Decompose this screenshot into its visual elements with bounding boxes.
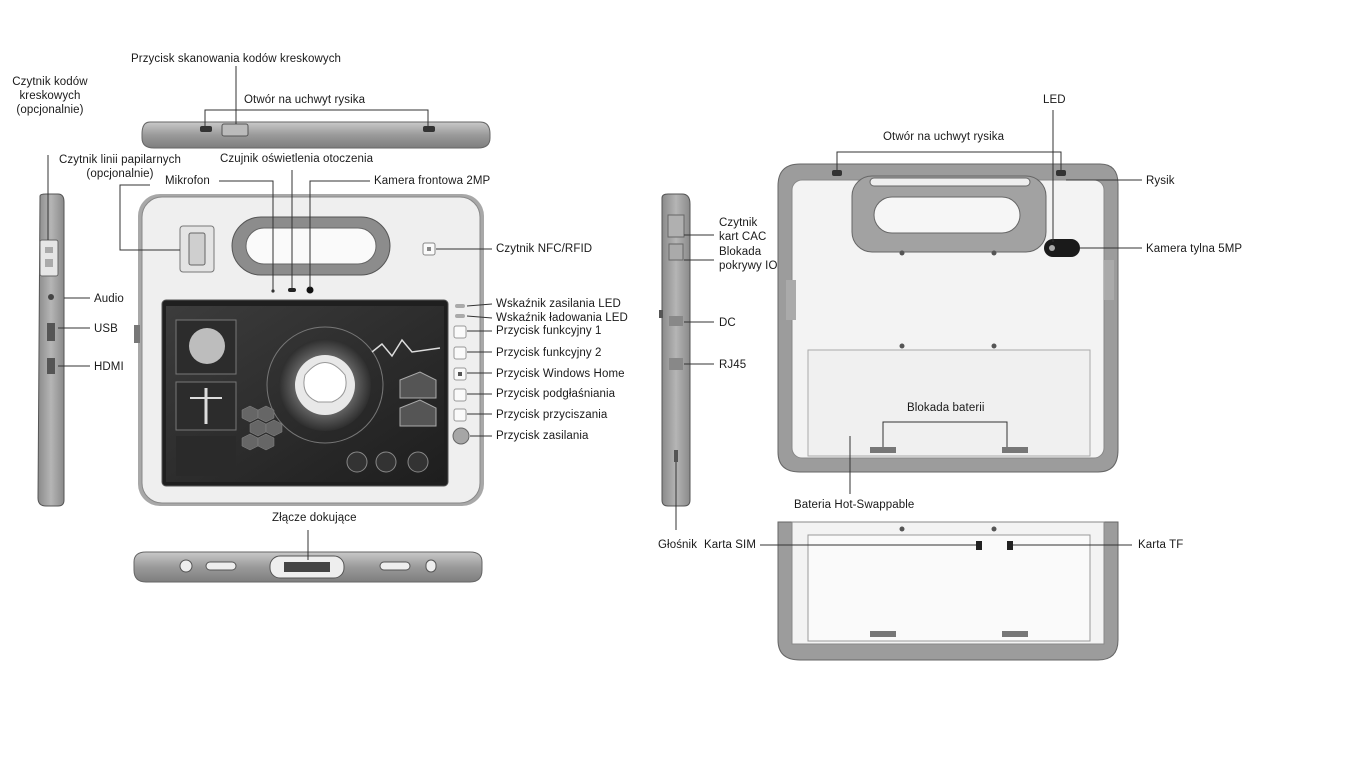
left-side-view xyxy=(37,193,65,507)
label-barcode-reader: Czytnik kodów kreskowych (opcjonalnie) xyxy=(12,76,88,116)
label-rj45: RJ45 xyxy=(719,359,747,371)
callout-lines xyxy=(47,66,1142,560)
label-cac-reader: Czytnik kart CAC xyxy=(719,217,767,243)
label-fingerprint-reader: Czytnik linii papilarnych (opcjonalnie) xyxy=(58,154,182,180)
label-stylus: Rysik xyxy=(1146,175,1175,187)
label-front-camera: Kamera frontowa 2MP xyxy=(374,175,491,187)
label-function-button-1: Przycisk funkcyjny 1 xyxy=(496,325,602,337)
label-windows-home-button: Przycisk Windows Home xyxy=(496,368,625,380)
label-speaker: Głośnik xyxy=(658,539,698,551)
label-usb: USB xyxy=(94,323,118,335)
label-dim-button: Przycisk przyciszania xyxy=(496,409,608,421)
label-docking-connector: Złącze dokujące xyxy=(272,512,357,524)
right-side-view xyxy=(659,193,691,507)
label-sim-card: Karta SIM xyxy=(704,539,757,551)
label-power-button: Przycisk zasilania xyxy=(496,430,589,442)
label-nfc-reader: Czytnik NFC/RFID xyxy=(496,243,593,255)
label-brightness-button: Przycisk podgłaśniania xyxy=(496,388,616,400)
back-lower-view xyxy=(777,521,1119,661)
top-edge-view xyxy=(141,121,491,149)
label-function-button-2: Przycisk funkcyjny 2 xyxy=(496,347,602,359)
back-view xyxy=(777,163,1119,473)
label-hdmi: HDMI xyxy=(94,361,124,373)
label-tf-card: Karta TF xyxy=(1138,539,1184,551)
label-hot-swap-battery: Bateria Hot-Swappable xyxy=(794,499,915,511)
label-ambient-light-sensor: Czujnik oświetlenia otoczenia xyxy=(220,153,374,165)
label-rear-camera: Kamera tylna 5MP xyxy=(1146,243,1243,255)
label-dc: DC xyxy=(719,317,736,329)
label-stylus-slot-top: Otwór na uchwyt rysika xyxy=(244,94,366,106)
bottom-edge-view xyxy=(133,551,483,583)
label-power-led: Wskaźnik zasilania LED xyxy=(496,298,621,310)
label-io-cover-lock: Blokada pokrywy IO xyxy=(719,246,778,272)
label-battery-lock: Blokada baterii xyxy=(907,402,985,414)
label-charging-led: Wskaźnik ładowania LED xyxy=(496,312,628,324)
front-view xyxy=(134,194,484,506)
label-microphone: Mikrofon xyxy=(165,175,210,187)
label-stylus-slot-back: Otwór na uchwyt rysika xyxy=(883,131,1005,143)
label-barcode-scan-button: Przycisk skanowania kodów kreskowych xyxy=(131,53,342,65)
label-audio: Audio xyxy=(94,293,124,305)
label-led: LED xyxy=(1043,94,1066,106)
